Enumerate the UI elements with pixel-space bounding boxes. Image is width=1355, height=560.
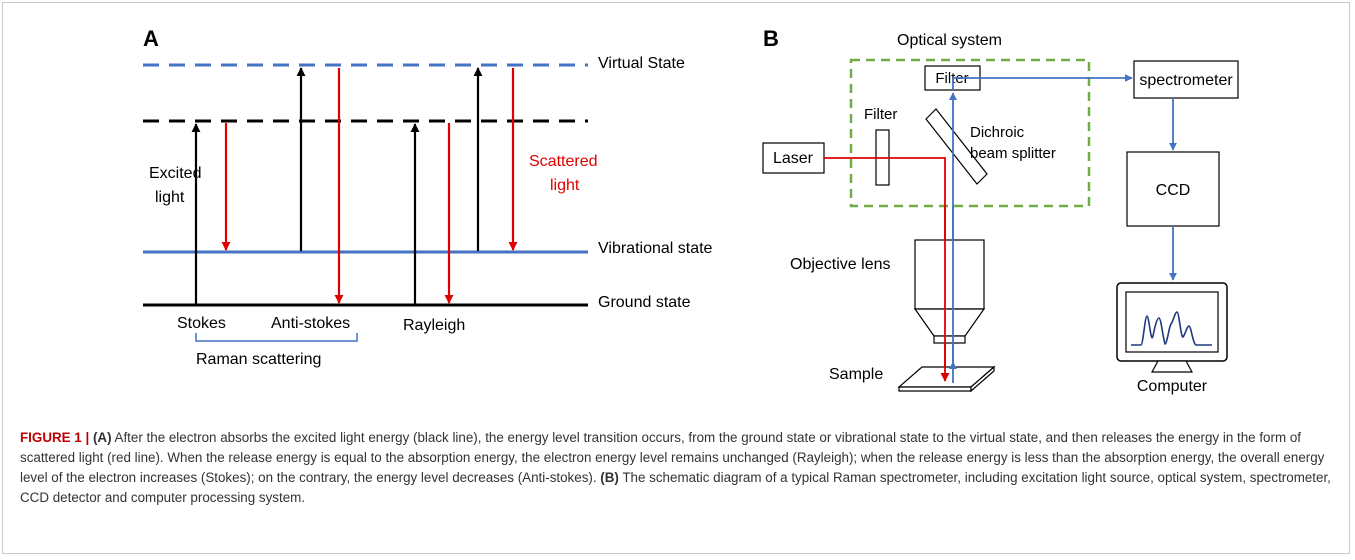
signal-path-corner (952, 77, 980, 90)
left-filter-label: Filter (864, 106, 897, 123)
caption-b-marker: (B) (600, 470, 619, 485)
vibrational-state-label: Vibrational state (598, 240, 713, 257)
caption-a-text: After the electron absorbs the excited l… (20, 430, 1325, 485)
dichroic-label-line2: beam splitter (970, 145, 1056, 162)
spectrometer-box (1133, 60, 1239, 99)
anti-stokes-label: Anti-stokes (271, 315, 350, 332)
excited-light-label-line1: Excited (149, 165, 201, 182)
scattered-light-label-line1: Scattered (529, 153, 597, 170)
caption-figure-label: FIGURE 1 | (20, 430, 93, 445)
computer-monitor-icon (1116, 282, 1228, 373)
ccd-label: CCD (1156, 182, 1191, 199)
caption-a-marker: (A) (92, 430, 112, 445)
ground-state-label: Ground state (598, 294, 691, 311)
sample-label: Sample (829, 366, 883, 383)
objective-lens-icon (913, 239, 986, 344)
raman-scattering-bracket (195, 333, 358, 342)
scattered-light-label-line2: light (550, 177, 580, 194)
figure-caption: FIGURE 1 | (A) After the electron absorb… (20, 428, 1338, 508)
dichroic-label-line1: Dichroic (970, 124, 1025, 141)
raman-scattering-label: Raman scattering (196, 351, 321, 368)
sample-slide (897, 365, 996, 393)
excited-light-label-line2: light (155, 189, 185, 206)
spectrometer-label: spectrometer (1139, 72, 1233, 89)
optical-system-box (849, 58, 1091, 208)
rayleigh-label: Rayleigh (403, 317, 465, 334)
panel-b: B Optical system Filter Filter Laser Dic… (762, 26, 1239, 395)
figure-diagram: A Virtual State Vibrational state Ground… (143, 26, 1239, 395)
objective-lens-label: Objective lens (790, 256, 891, 273)
dichroic-beam-splitter (925, 108, 988, 185)
spectrum-trace (1131, 311, 1212, 346)
top-filter-label: Filter (935, 70, 968, 87)
panel-b-label: B (763, 26, 779, 51)
panel-a: A Virtual State Vibrational state Ground… (143, 26, 713, 368)
computer-label: Computer (1137, 378, 1208, 395)
optical-system-label: Optical system (897, 32, 1002, 49)
virtual-state-label: Virtual State (598, 55, 685, 72)
ccd-box (1126, 151, 1220, 227)
stokes-label: Stokes (177, 315, 226, 332)
laser-box (762, 142, 825, 174)
panel-a-label: A (143, 26, 159, 51)
caption-b-text: The schematic diagram of a typical Raman… (20, 470, 1331, 505)
laser-label: Laser (773, 150, 814, 167)
